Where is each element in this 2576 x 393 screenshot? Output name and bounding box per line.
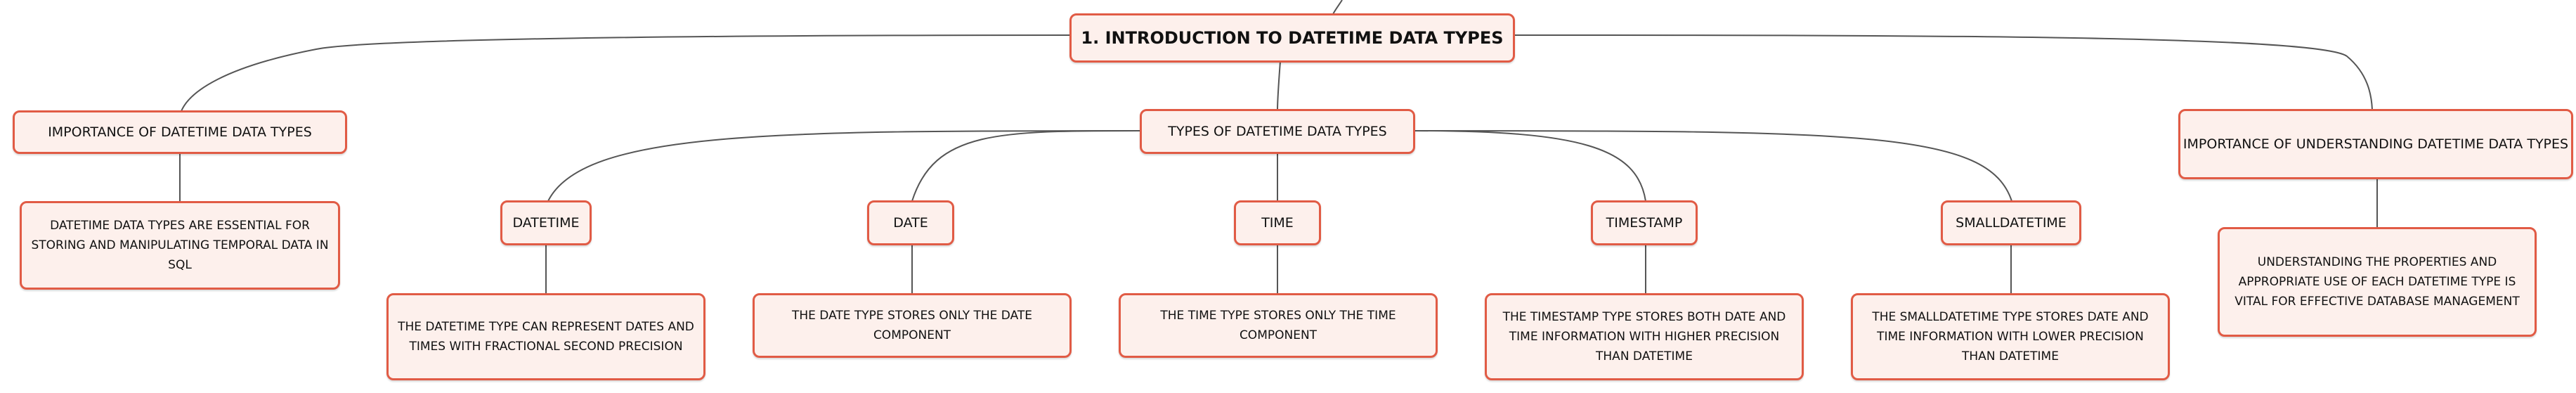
connector-types-datetime	[547, 130, 1140, 202]
importance-topic[interactable]: IMPORTANCE OF DATETIME DATA TYPES	[13, 110, 347, 154]
type-timestamp-detail[interactable]: THE TIMESTAMP TYPE STORES BOTH DATE AND …	[1485, 293, 1804, 380]
types-topic[interactable]: TYPES OF DATETIME DATA TYPES	[1140, 109, 1415, 154]
type-datetime[interactable]: DATETIME	[500, 200, 592, 245]
connector-types-date	[911, 130, 1140, 202]
type-datetime-detail-text: THE DATETIME TYPE CAN REPRESENT DATES AN…	[398, 320, 694, 354]
root-topic[interactable]: 1. INTRODUCTION TO DATETIME DATA TYPES	[1069, 13, 1515, 63]
types-topic-label: TYPES OF DATETIME DATA TYPES	[1168, 124, 1387, 139]
type-date-detail-text: THE DATE TYPE STORES ONLY THE DATE COMPO…	[791, 309, 1033, 342]
connector-root-types	[1277, 60, 1281, 111]
understanding-detail[interactable]: UNDERSTANDING THE PROPERTIES AND APPROPR…	[2218, 227, 2537, 337]
understanding-topic-label: IMPORTANCE OF UNDERSTANDING DATETIME DAT…	[2183, 136, 2569, 152]
type-time-label: TIME	[1261, 215, 1294, 231]
type-datetime-label: DATETIME	[512, 215, 580, 231]
connector-types-smalldatetime	[1413, 130, 2012, 202]
understanding-topic[interactable]: IMPORTANCE OF UNDERSTANDING DATETIME DAT…	[2178, 109, 2573, 179]
type-timestamp-label: TIMESTAMP	[1606, 215, 1683, 231]
type-date[interactable]: DATE	[867, 200, 954, 245]
understanding-detail-text: UNDERSTANDING THE PROPERTIES AND APPROPR…	[2235, 255, 2520, 309]
type-smalldatetime-detail[interactable]: THE SMALLDATETIME TYPE STORES DATE AND T…	[1851, 293, 2170, 380]
type-smalldatetime-label: SMALLDATETIME	[1956, 215, 2067, 231]
connector-root-understanding	[1513, 34, 2373, 110]
importance-detail-text: DATETIME DATA TYPES ARE ESSENTIAL FOR ST…	[31, 219, 329, 272]
importance-detail[interactable]: DATETIME DATA TYPES ARE ESSENTIAL FOR ST…	[20, 201, 340, 290]
type-time[interactable]: TIME	[1234, 200, 1321, 245]
type-date-detail[interactable]: THE DATE TYPE STORES ONLY THE DATE COMPO…	[753, 293, 1072, 358]
connector-root-importance	[181, 34, 1070, 112]
connector-types-timestamp	[1413, 130, 1646, 202]
type-timestamp-detail-text: THE TIMESTAMP TYPE STORES BOTH DATE AND …	[1502, 310, 1786, 363]
type-date-label: DATE	[893, 215, 928, 231]
type-smalldatetime[interactable]: SMALLDATETIME	[1941, 200, 2081, 245]
type-timestamp[interactable]: TIMESTAMP	[1591, 200, 1698, 245]
type-time-detail-text: THE TIME TYPE STORES ONLY THE TIME COMPO…	[1160, 309, 1396, 342]
type-time-detail[interactable]: THE TIME TYPE STORES ONLY THE TIME COMPO…	[1119, 293, 1438, 358]
type-datetime-detail[interactable]: THE DATETIME TYPE CAN REPRESENT DATES AN…	[386, 293, 705, 380]
root-topic-label: 1. INTRODUCTION TO DATETIME DATA TYPES	[1081, 28, 1504, 48]
importance-topic-label: IMPORTANCE OF DATETIME DATA TYPES	[48, 124, 312, 140]
type-smalldatetime-detail-text: THE SMALLDATETIME TYPE STORES DATE AND T…	[1872, 310, 2149, 363]
